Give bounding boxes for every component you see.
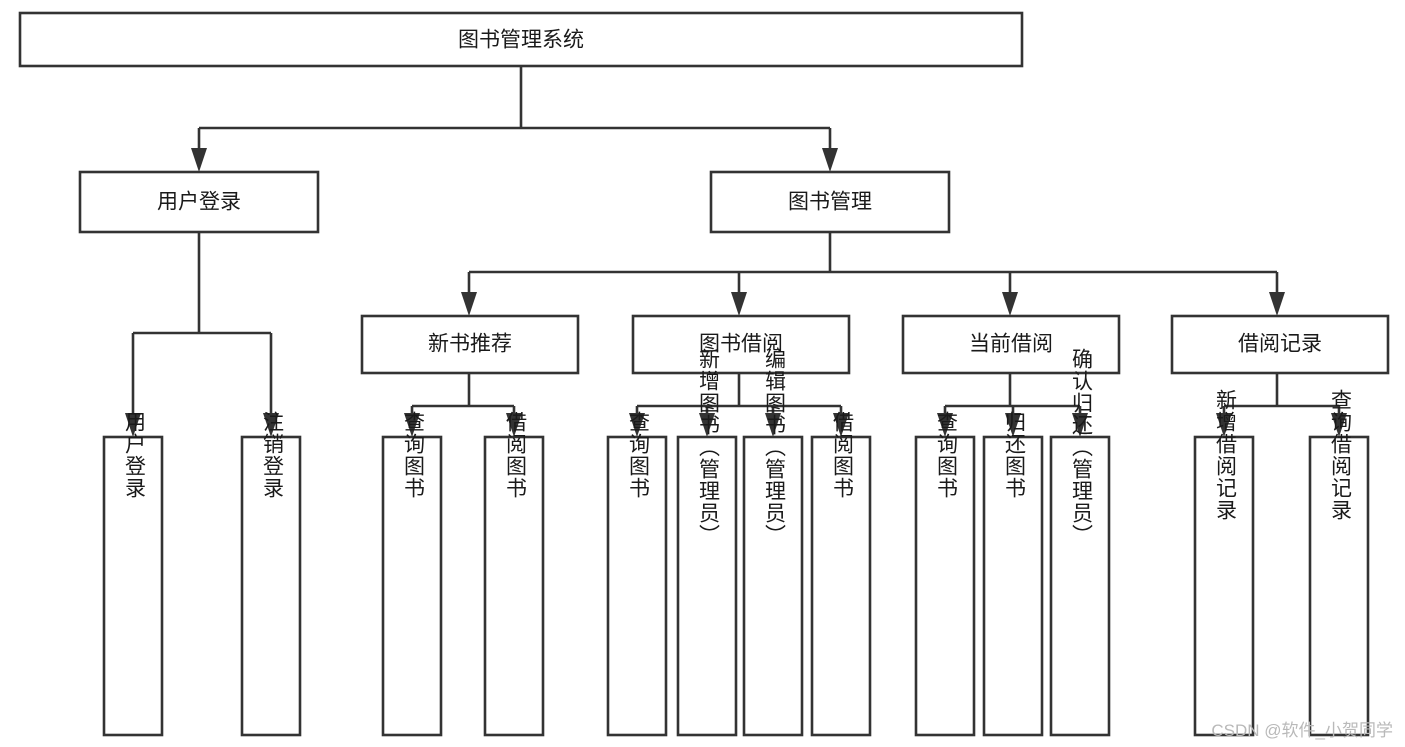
arrowhead-book-management [822,148,838,172]
node-user-login[interactable]: 用户登录 [78,170,320,234]
node-root-label: 图书管理系统 [458,29,584,52]
node-leaf-user-logout-label: 注销登录 [260,411,284,499]
node-borrow-record[interactable]: 借阅记录 [1170,314,1390,375]
node-current-borrow[interactable]: 当前借阅 [901,314,1121,375]
node-leaf-user-logout-box[interactable] [240,435,302,737]
node-root-box[interactable] [18,11,1024,68]
node-leaf-borrow-query-book-box[interactable] [606,435,668,737]
node-book-borrow-box[interactable] [631,314,851,375]
node-user-login-box[interactable] [78,170,320,234]
node-book-management-label: 图书管理 [788,191,872,214]
arrowhead-current-return-book [1005,413,1021,437]
node-borrow-record-box[interactable] [1170,314,1390,375]
node-leaf-borrow-query-book-label: 查询图书 [626,411,650,499]
node-book-management-box[interactable] [709,170,951,234]
node-leaf-recommend-query-book-box[interactable] [381,435,443,737]
node-leaf-user-login-login-box[interactable] [102,435,164,737]
node-leaf-current-query-book[interactable]: 查询图书 [914,411,976,737]
arrowhead-leaf-logout [263,413,279,437]
arrowhead-current-borrow [1002,292,1018,316]
node-leaf-borrow-add-book-label: 新增图书（管理员） [696,348,720,546]
connector-layer [125,66,1347,437]
node-leaf-record-query-label: 查询借阅记录 [1328,389,1352,521]
arrowhead-borrow-add-book [699,413,715,437]
node-leaf-current-return-book[interactable]: 归还图书 [982,411,1044,737]
arrowhead-record-query [1331,413,1347,437]
node-leaf-borrow-borrow-book-box[interactable] [810,435,872,737]
node-book-borrow-label: 图书借阅 [699,333,783,356]
node-new-book-recommend-box[interactable] [360,314,580,375]
arrowhead-leaf-user-login [125,413,141,437]
node-leaf-current-confirm-return-box[interactable] [1049,435,1111,737]
node-leaf-recommend-query-book-label: 查询图书 [401,411,425,499]
node-leaf-current-query-book-box[interactable] [914,435,976,737]
node-root[interactable]: 图书管理系统 [18,11,1024,68]
node-book-management[interactable]: 图书管理 [709,170,951,234]
node-new-book-recommend-label: 新书推荐 [428,333,512,356]
node-current-borrow-label: 当前借阅 [969,333,1053,356]
node-leaf-current-confirm-return[interactable]: 确认归还（管理员） [1049,348,1111,737]
arrowhead-borrow-query-book [629,413,645,437]
node-leaf-record-query-box[interactable] [1308,435,1370,737]
node-borrow-record-label: 借阅记录 [1238,333,1322,356]
node-leaf-current-return-book-label: 归还图书 [1002,411,1026,499]
node-leaf-borrow-borrow-book-label: 借阅图书 [830,411,854,499]
node-leaf-user-login-login[interactable]: 用户登录 [102,411,164,737]
node-leaf-user-logout[interactable]: 注销登录 [240,411,302,737]
arrowhead-borrow-borrow-book [833,413,849,437]
arrowhead-user-login [191,148,207,172]
node-leaf-recommend-borrow-book-label: 借阅图书 [503,411,527,499]
node-leaf-record-query[interactable]: 查询借阅记录 [1308,389,1370,737]
arrowhead-recommend-borrow-book [506,413,522,437]
node-leaf-user-login-login-label: 用户登录 [122,411,146,499]
arrowhead-record-add [1216,413,1232,437]
node-leaf-current-return-book-box[interactable] [982,435,1044,737]
node-current-borrow-box[interactable] [901,314,1121,375]
arrowhead-book-borrow [731,292,747,316]
node-leaf-current-query-book-label: 查询图书 [934,411,958,499]
node-leaf-recommend-borrow-book-box[interactable] [483,435,545,737]
arrowhead-current-query-book [937,413,953,437]
arrowhead-current-confirm-return [1072,413,1088,437]
node-book-borrow[interactable]: 图书借阅 [631,314,851,375]
node-leaf-borrow-add-book-box[interactable] [676,435,738,737]
node-user-login-label: 用户登录 [157,191,241,214]
node-leaf-borrow-edit-book-label: 编辑图书（管理员） [762,348,786,546]
arrowhead-recommend-query-book [404,413,420,437]
node-leaf-record-add[interactable]: 新增借阅记录 [1193,389,1255,737]
node-leaf-current-confirm-return-label: 确认归还（管理员） [1069,348,1093,546]
node-leaf-borrow-edit-book-box[interactable] [742,435,804,737]
node-leaf-borrow-add-book[interactable]: 新增图书（管理员） [676,348,738,737]
node-leaf-record-add-label: 新增借阅记录 [1213,389,1237,521]
arrowhead-new-book-recommend [461,292,477,316]
node-leaf-borrow-borrow-book[interactable]: 借阅图书 [810,411,872,737]
arrowhead-borrow-record [1269,292,1285,316]
node-leaf-record-add-box[interactable] [1193,435,1255,737]
node-new-book-recommend[interactable]: 新书推荐 [360,314,580,375]
node-leaf-borrow-edit-book[interactable]: 编辑图书（管理员） [742,348,804,737]
node-leaf-recommend-borrow-book[interactable]: 借阅图书 [483,411,545,737]
node-leaf-borrow-query-book[interactable]: 查询图书 [606,411,668,737]
arrowhead-borrow-edit-book [765,413,781,437]
node-leaf-recommend-query-book[interactable]: 查询图书 [381,411,443,737]
